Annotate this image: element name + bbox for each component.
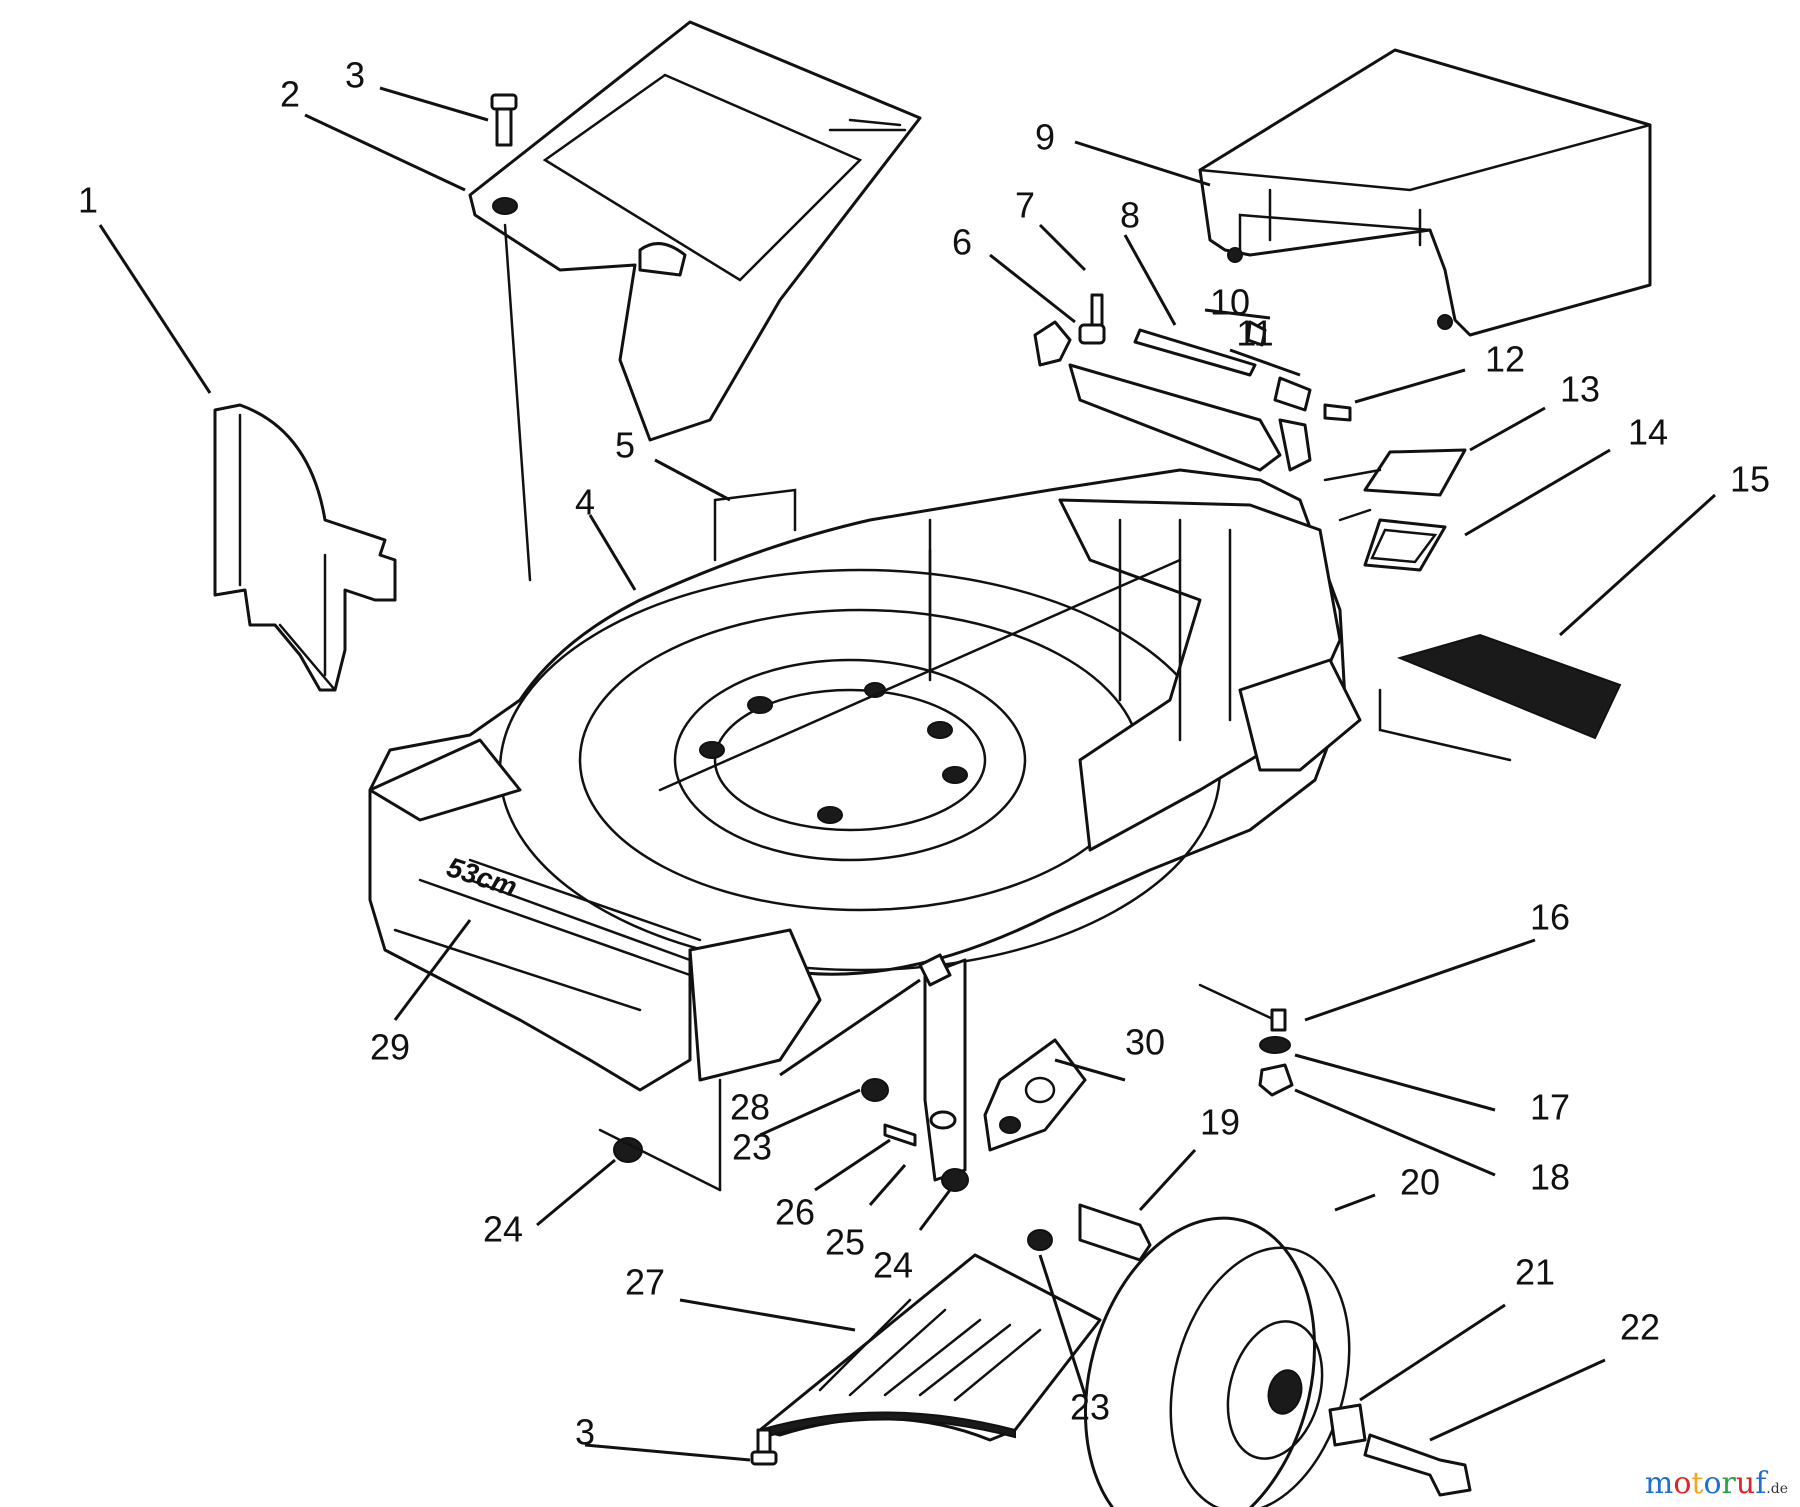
part-spacer-24-mid [941, 1168, 969, 1192]
callout-5: 5 [615, 425, 635, 466]
part-rear-flap [1198, 48, 1652, 337]
part-rear-cover [468, 20, 922, 582]
callout-26: 26 [775, 1192, 815, 1233]
callout-18: 18 [1530, 1157, 1570, 1198]
part-bolt-bottom-3 [750, 1428, 778, 1466]
part-wheel-bracket-30 [983, 1038, 1087, 1152]
watermark-suffix: .de [1766, 1481, 1788, 1497]
part-nut-18 [1258, 1063, 1294, 1097]
callout-13: 13 [1560, 369, 1600, 410]
callout-21: 21 [1515, 1252, 1555, 1293]
part-side-plate [213, 403, 397, 692]
callout-12: 12 [1485, 339, 1525, 380]
leader-lines [98, 86, 1717, 1462]
callout-30: 30 [1125, 1022, 1165, 1063]
watermark-letter: o [1703, 1466, 1722, 1501]
part-height-adjuster [918, 953, 967, 1182]
callout-3-bottom: 3 [575, 1412, 595, 1453]
callout-6: 6 [952, 222, 972, 263]
part-bushing-21 [1328, 1403, 1367, 1447]
part-mower-deck: 53cm [368, 468, 1362, 1092]
part-window-14 [1363, 518, 1447, 572]
watermark-letter: f [1755, 1466, 1767, 1501]
part-axle-pin-16 [1198, 983, 1287, 1032]
part-bolt-26 [883, 1123, 917, 1147]
part-axle-bolt-19 [1078, 1203, 1152, 1262]
callout-16: 16 [1530, 897, 1570, 938]
callout-19: 19 [1200, 1102, 1240, 1143]
watermark-letter: t [1691, 1466, 1704, 1501]
callout-4: 4 [575, 482, 595, 523]
part-decal-13 [1363, 448, 1467, 497]
part-washer-17 [1259, 1036, 1291, 1054]
callout-14: 14 [1628, 412, 1668, 453]
callout-28: 28 [730, 1087, 770, 1128]
part-grille-15 [1396, 633, 1622, 740]
callout-3-top: 3 [345, 55, 365, 96]
part-bolt-22 [1363, 1433, 1472, 1497]
watermark-letter: u [1735, 1466, 1756, 1501]
callout-24-left: 24 [483, 1209, 523, 1250]
callout-7: 7 [1015, 185, 1035, 226]
callout-29: 29 [370, 1027, 410, 1068]
callout-10: 10 [1210, 282, 1250, 323]
callout-25: 25 [825, 1222, 865, 1263]
part-wheel-20 [1083, 1216, 1351, 1507]
callout-11: 11 [1236, 313, 1273, 354]
part-bolt-top [490, 93, 518, 147]
part-front-guard-27 [758, 1253, 1102, 1442]
callout-1: 1 [78, 180, 98, 221]
watermark-letter: m [1644, 1466, 1674, 1501]
callout-8: 8 [1120, 195, 1140, 236]
watermark-letter: o [1673, 1466, 1692, 1501]
part-spacer-23-top [861, 1078, 889, 1102]
callout-numbers: 1 2 3 3 4 5 6 7 8 9 10 11 12 13 14 15 16… [78, 55, 1770, 1453]
callout-22: 22 [1620, 1307, 1660, 1348]
callout-17: 17 [1530, 1087, 1570, 1128]
callout-24-mid: 24 [873, 1245, 913, 1286]
callout-2: 2 [280, 74, 300, 115]
part-spacer-23-low [1027, 1229, 1053, 1251]
callout-9: 9 [1035, 117, 1055, 158]
watermark-logo: motoruf.de [1645, 1466, 1788, 1501]
callout-23-upper: 23 [732, 1127, 772, 1168]
callout-27: 27 [625, 1262, 665, 1303]
part-hinge-assembly [1033, 293, 1352, 472]
part-mounting-bracket [713, 488, 932, 672]
callout-15: 15 [1730, 459, 1770, 500]
watermark-letter: r [1721, 1466, 1736, 1501]
callout-23-lower: 23 [1070, 1387, 1110, 1428]
callout-20: 20 [1400, 1162, 1440, 1203]
